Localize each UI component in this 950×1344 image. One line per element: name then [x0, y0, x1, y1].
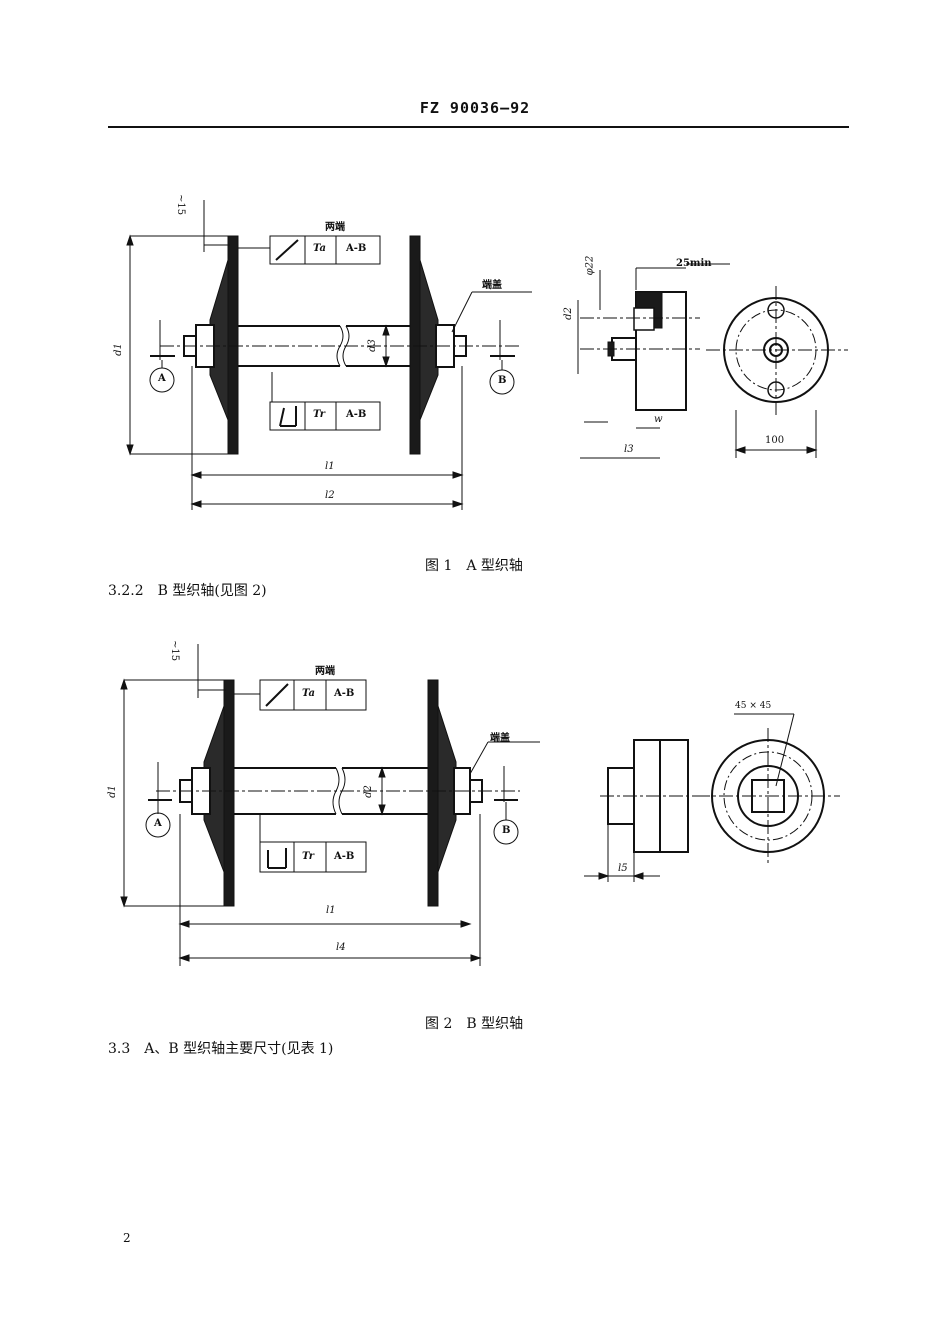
fig1-ab-label-top: A-B [346, 243, 367, 254]
fig1-ab-label-bottom: A-B [346, 409, 367, 420]
fig1-w-label: w [654, 414, 663, 425]
fig2-ta-label: Ta [302, 688, 315, 699]
fig1-100-label: 100 [765, 435, 785, 446]
fig1-d2-label: d2 [562, 307, 574, 320]
fig1-l3-label: l3 [624, 444, 634, 455]
fig2-l4-label: l4 [336, 942, 346, 953]
fig1-d1-label: d1 [112, 343, 124, 356]
figure-1-caption: 图 1 A 型织轴 [425, 558, 523, 574]
figure-2-drawing [120, 644, 840, 966]
fig1-d3-label: d3 [366, 339, 378, 352]
fig2-ab-label-bottom: A-B [334, 851, 355, 862]
fig1-datum-b: B [498, 375, 507, 386]
section-3-3: 3.3 A、B 型织轴主要尺寸(见表 1) [108, 1041, 334, 1057]
fig2-square-label: 45 × 45 [735, 701, 772, 711]
fig1-tr-label: Tr [313, 409, 325, 420]
fig1-approx15-label: ~15 [175, 194, 186, 216]
fig2-d2-label: d2 [362, 785, 374, 798]
fig2-end-cap-label: 端盖 [490, 733, 510, 744]
figure-1-drawing [126, 200, 848, 510]
fig2-l1-label: l1 [326, 905, 336, 916]
fig1-l1-label: l1 [325, 461, 335, 472]
fig2-both-ends-label: 两端 [315, 666, 335, 677]
fig1-end-cap-label: 端盖 [482, 280, 502, 291]
document-header: FZ 90036—92 [419, 99, 531, 117]
fig2-tr-label: Tr [302, 851, 314, 862]
fig1-phi22-label: φ22 [584, 255, 596, 276]
fig2-ab-label-top: A-B [334, 688, 355, 699]
fig1-ta-label: Ta [313, 243, 326, 254]
fig2-datum-a: A [154, 818, 162, 829]
fig2-datum-b: B [502, 825, 511, 836]
left-cone [209, 259, 229, 421]
header-rule [108, 126, 849, 128]
fig2-d1-label: d1 [106, 785, 118, 798]
fig1-both-ends-label: 两端 [325, 222, 345, 233]
left-flange [227, 235, 239, 455]
fig2-l5-label: l5 [618, 863, 628, 874]
fig1-datum-a: A [158, 373, 166, 384]
section-3-2-2: 3.2.2 B 型织轴(见图 2) [108, 583, 267, 599]
fig1-l2-label: l2 [325, 490, 335, 501]
fig1-25min-label: 25min [676, 258, 712, 269]
page-number: 2 [123, 1231, 131, 1245]
right-flange [409, 235, 421, 455]
figure-2-caption: 图 2 B 型织轴 [425, 1016, 524, 1032]
fig2-approx15-label: ~15 [169, 640, 180, 662]
